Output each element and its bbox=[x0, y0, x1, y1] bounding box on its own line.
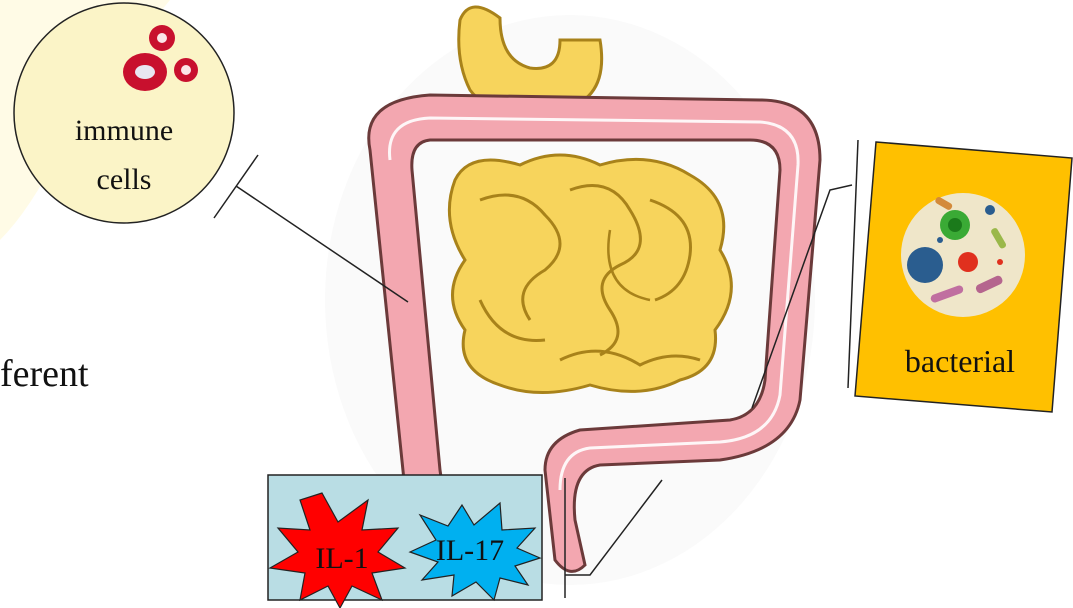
il1-label: IL-1 bbox=[315, 542, 368, 575]
bacterial-label: bacterial bbox=[905, 343, 1015, 379]
immune-label-line1: immune bbox=[75, 114, 173, 147]
il17-label: IL-17 bbox=[436, 534, 504, 567]
immune-label-line2: cells bbox=[97, 163, 152, 196]
bacteria-icon bbox=[901, 193, 1025, 317]
